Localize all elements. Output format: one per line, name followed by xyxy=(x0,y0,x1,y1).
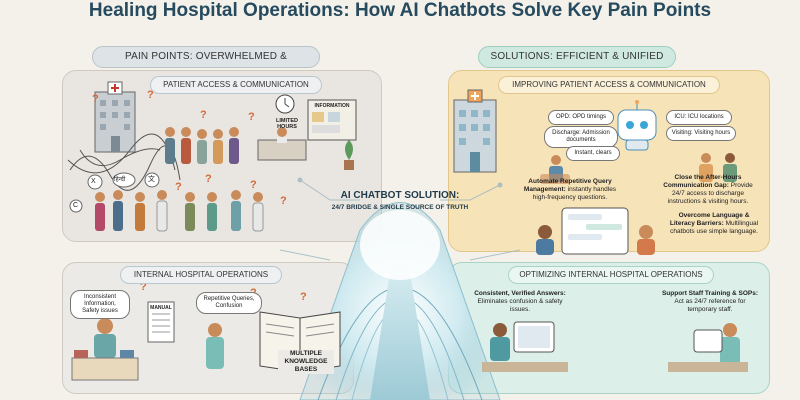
page-title: Healing Hospital Operations: How AI Chat… xyxy=(88,0,712,21)
support-caption: Support Staff Training & SOPs: Act as 24… xyxy=(660,290,760,314)
knowledge-bases-label: MULTIPLE KNOWLEDGE BASES xyxy=(278,350,334,374)
close-gap-title: Close the After-Hours Communication Gap: xyxy=(663,174,742,189)
svg-text:?: ? xyxy=(250,179,257,191)
close-gap-caption: Close the After-Hours Communication Gap:… xyxy=(656,174,760,206)
optimizing-internal-label: OPTIMIZING INTERNAL HOSPITAL OPERATIONS xyxy=(508,266,714,284)
svg-text:?: ? xyxy=(200,109,207,121)
plant-icon xyxy=(344,140,354,170)
svg-text:?: ? xyxy=(175,181,182,193)
svg-text:?: ? xyxy=(92,93,99,105)
confused-staff xyxy=(206,323,224,369)
tablet-chat xyxy=(536,207,655,255)
discharge-bubble: Discharge: Admission documents xyxy=(544,126,618,148)
svg-text:?: ? xyxy=(280,195,287,207)
consistent-title: Consistent, Verified Answers: xyxy=(474,290,566,297)
consistent-text: Eliminates confusion & safety issues. xyxy=(477,298,563,313)
language-bubbles xyxy=(69,172,160,213)
language-glyph-c: C xyxy=(73,202,79,209)
language-glyph-chinese: 文 xyxy=(148,176,155,183)
svg-text:?: ? xyxy=(248,111,255,123)
central-tunnel xyxy=(299,202,501,400)
repetitive-queries-bubble: Repetitive Queries, Confusion xyxy=(196,292,262,314)
chatbot-robot-icon xyxy=(617,100,657,151)
information-board-label: INFORMATION xyxy=(314,103,350,109)
solutions-header: SOLUTIONS: EFFICIENT & UNIFIED xyxy=(478,46,676,68)
opd-bubble: OPD: OPD timings xyxy=(548,110,614,125)
automate-title: Automate Repetitive Query Management: xyxy=(523,178,612,193)
icu-bubble: ICU: ICU locations xyxy=(666,110,732,125)
visiting-bubble: Visiting: Visiting hours xyxy=(666,126,736,141)
improving-access-label: IMPROVING PATIENT ACCESS & COMMUNICATION xyxy=(498,76,720,94)
information-board xyxy=(307,99,357,141)
overcome-caption: Overcome Language & Literacy Barriers: M… xyxy=(666,212,762,236)
patient-access-label: PATIENT ACCESS & COMMUNICATION xyxy=(150,76,322,94)
hospital-building-left xyxy=(94,81,136,153)
automate-caption: Automate Repetitive Query Management: in… xyxy=(520,178,620,202)
support-title: Support Staff Training & SOPs: xyxy=(661,290,759,297)
multilingual-crowd xyxy=(95,190,264,232)
inconsistent-info-bubble: Inconsistent Information, Safety issues xyxy=(70,290,130,319)
ai-chatbot-subtitle: 24/7 BRIDGE & SINGLE SOURCE OF TRUTH xyxy=(331,204,469,211)
language-glyph-x: X xyxy=(91,178,96,185)
support-text: Act as 24/7 reference for temporary staf… xyxy=(674,298,746,313)
reception-desk xyxy=(257,127,307,161)
limited-hours-label: LIMITED HOURS xyxy=(276,118,298,130)
overcome-text: Multilingual chatbots use simple languag… xyxy=(670,220,759,235)
close-gap-text: Provide 24/7 access to discharge instruc… xyxy=(667,182,753,205)
ai-chatbot-title: AI CHATBOT SOLUTION: xyxy=(340,190,460,201)
instant-bubble: Instant, clears xyxy=(566,146,620,161)
staff-at-computer xyxy=(482,321,568,372)
manual-label: MANUAL xyxy=(150,305,172,311)
automate-text: instantly handles high-frequency questio… xyxy=(532,186,617,201)
hospital-building-right xyxy=(453,89,497,173)
patient-queue xyxy=(165,127,239,164)
happy-patients xyxy=(540,153,737,184)
svg-text:?: ? xyxy=(140,281,147,293)
svg-text:?: ? xyxy=(205,173,212,185)
staff-with-tablet xyxy=(668,323,748,372)
language-glyph-hindi: हिन्दी xyxy=(114,177,126,183)
manual-document xyxy=(147,301,175,343)
svg-text:?: ? xyxy=(147,89,154,101)
overcome-title: Overcome Language & Literacy Barriers: xyxy=(669,212,750,227)
circuit-lines xyxy=(279,177,521,261)
clock-icon xyxy=(275,94,295,114)
consistent-caption: Consistent, Verified Answers: Eliminates… xyxy=(470,290,570,314)
stressed-staff xyxy=(71,318,139,381)
svg-text:?: ? xyxy=(300,291,307,303)
internal-operations-label: INTERNAL HOSPITAL OPERATIONS xyxy=(120,266,282,284)
